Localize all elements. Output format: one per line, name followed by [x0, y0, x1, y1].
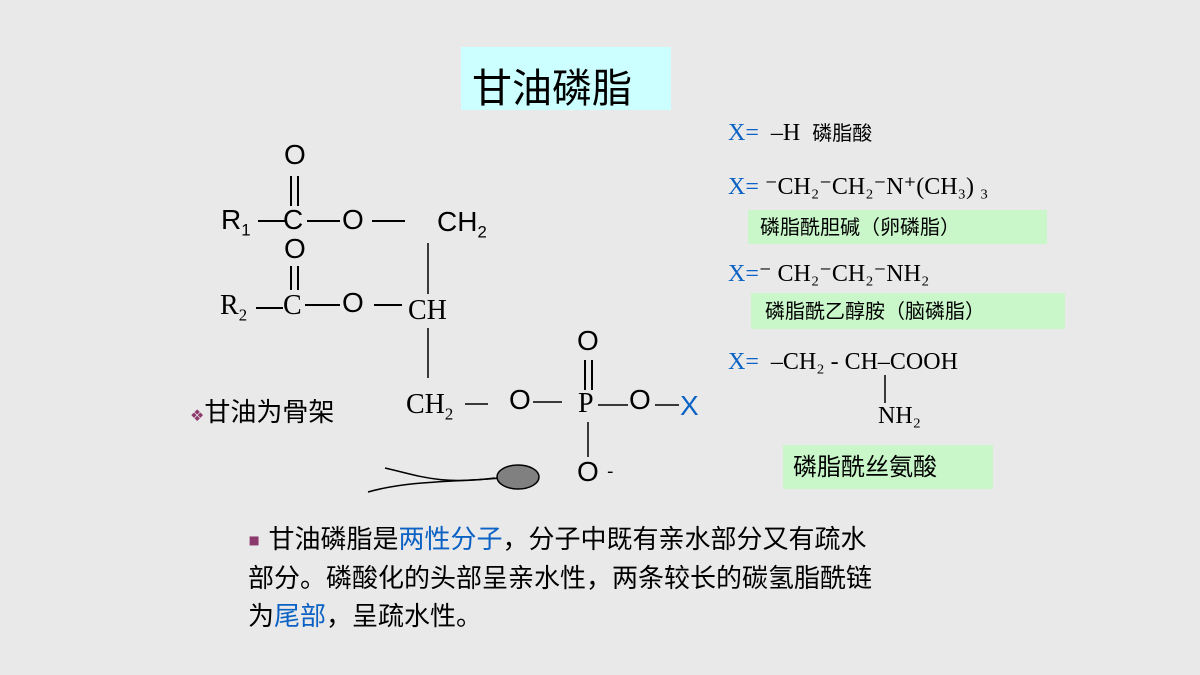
amine-label: NH₂ — [878, 403, 922, 429]
oxygen-label: O — [577, 456, 599, 487]
x-group-row: X= –CH₂ - CH–COOH — [728, 349, 958, 375]
bridge-oxygen-label: O — [509, 384, 531, 415]
x-group-label: X — [680, 390, 699, 421]
amine-bond — [884, 375, 886, 403]
r1-label: R1 — [221, 204, 251, 240]
x-group-row: X= ⁻CH₂⁻CH₂⁻N⁺(CH₃) ₃ — [728, 174, 989, 200]
oxygen-label: O — [284, 233, 306, 264]
carbon-label: C — [283, 204, 304, 235]
ch-label: CH — [408, 295, 447, 326]
r2-label: R2 — [220, 290, 248, 325]
compound-name-label: 磷脂酰丝氨酸 — [783, 445, 993, 489]
slide-title: 甘油磷脂 — [472, 66, 632, 112]
phosphate-head-shape — [496, 464, 540, 490]
carbon-label: C — [283, 290, 302, 321]
oxygen-label: O — [629, 384, 651, 415]
oxygen-label: O — [284, 139, 306, 170]
ester-oxygen-label: O — [342, 204, 364, 235]
phosphorus-label: P — [578, 388, 594, 419]
negative-charge: - — [607, 461, 614, 482]
oxygen-label: O — [577, 325, 599, 356]
compound-name-label: 磷脂酰胆碱（卵磷脂） — [748, 210, 1047, 244]
title-background — [461, 47, 671, 110]
ch2-label: CH2 — [437, 206, 487, 242]
x-group-row: X= –H 磷脂酸 — [728, 120, 873, 146]
compound-name-label: 磷脂酰乙醇胺（脑磷脂） — [751, 293, 1065, 329]
backbone-note: ❖甘油为骨架 — [190, 398, 335, 428]
ester-oxygen-label: O — [342, 287, 364, 318]
description-paragraph: ▪ 甘油磷脂是两性分子，分子中既有亲水部分又有疏水 部分。磷酸化的头部呈亲水性，… — [248, 525, 873, 632]
ch2-label: CH2 — [406, 389, 454, 424]
x-group-row: X=⁻ CH₂⁻CH₂⁻NH₂ — [728, 261, 930, 287]
